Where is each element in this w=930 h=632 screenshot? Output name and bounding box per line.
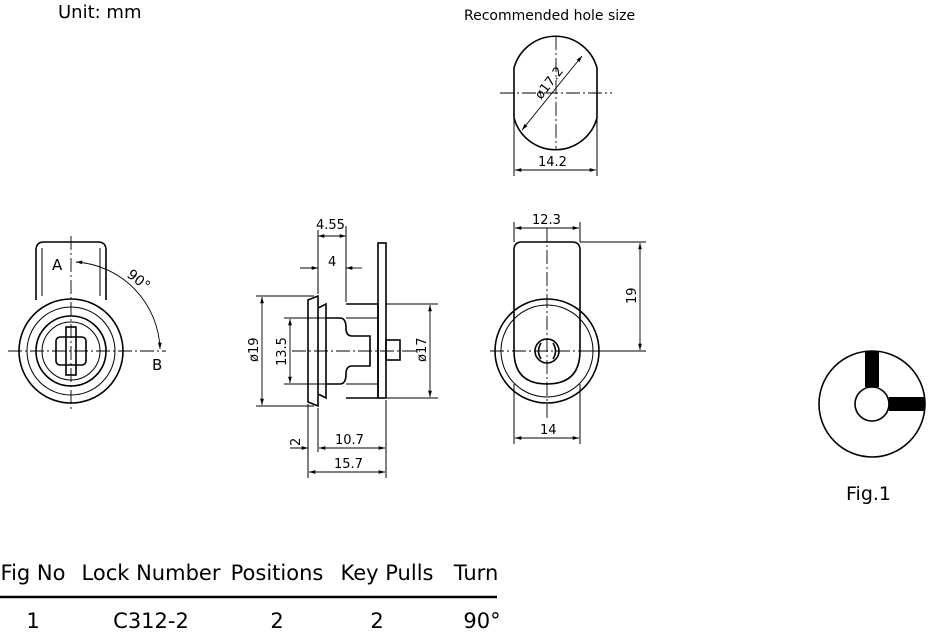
fig1-diagram: Fig.1	[818, 350, 926, 505]
dim-4: 4	[328, 255, 336, 270]
cam-plate	[377, 242, 387, 399]
flange	[307, 294, 319, 408]
table-header-key-pulls: Key Pulls	[341, 561, 434, 585]
dim-14: 14	[540, 423, 557, 438]
hole-flat-label: 14.2	[538, 155, 567, 170]
table-header-lock-number: Lock Number	[82, 561, 221, 585]
dim-15-7: 15.7	[334, 457, 363, 472]
position-a-label: A	[52, 256, 63, 274]
table-header-positions: Positions	[231, 561, 324, 585]
rear-view: 12.3 19 14	[490, 213, 646, 444]
table-cell-positions: 2	[270, 609, 283, 632]
dim-12-3: 12.3	[532, 213, 561, 228]
spec-table: Fig No Lock Number Positions Key Pulls T…	[0, 561, 501, 632]
fig1-position-b-marker	[889, 397, 925, 411]
dim-13-5: 13.5	[275, 337, 290, 366]
rotation-angle-label: 90°	[124, 267, 153, 295]
fig1-inner-circle	[854, 386, 890, 422]
fig1-position-a-marker	[865, 351, 879, 387]
hole-diameter-dimension	[521, 55, 583, 131]
side-view: 4.55 4 ø19 13.5 ø17 2 10.7 15.7	[247, 218, 438, 478]
position-b-label: B	[152, 356, 162, 374]
dim-4-55: 4.55	[316, 218, 345, 233]
dim-2: 2	[289, 438, 304, 446]
recommended-hole-title: Recommended hole size	[464, 8, 635, 24]
front-view: A B 90°	[8, 236, 166, 410]
table-cell-fig-no: 1	[26, 609, 39, 632]
table-header-fig-no: Fig No	[1, 561, 66, 585]
table-header-turn: Turn	[453, 561, 499, 585]
dim-dia-19: ø19	[247, 338, 262, 363]
dim-19: 19	[625, 287, 640, 304]
fig1-caption: Fig.1	[846, 483, 891, 505]
hole-diameter-label: ø17.2	[532, 64, 567, 102]
table-cell-lock-number: C312-2	[113, 609, 189, 632]
unit-label: Unit: mm	[58, 2, 142, 23]
recommended-hole-view: Recommended hole size ø17.2 14.2	[464, 8, 635, 176]
table-cell-turn: 90°	[463, 609, 500, 632]
rotation-arc	[75, 260, 162, 350]
screw-end	[385, 339, 401, 361]
table-cell-key-pulls: 2	[370, 609, 383, 632]
dim-10-7: 10.7	[335, 433, 364, 448]
dim-dia-17: ø17	[415, 338, 430, 363]
